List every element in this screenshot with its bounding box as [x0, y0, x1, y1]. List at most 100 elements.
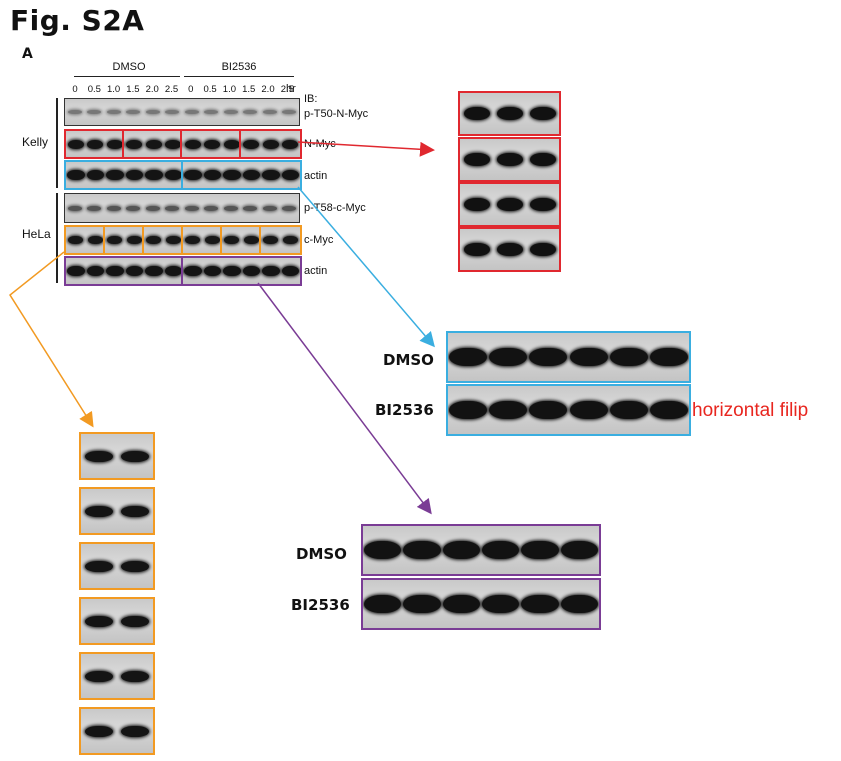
time-point-label: 0.5	[87, 84, 101, 95]
seg-divider	[239, 131, 241, 157]
blot-band	[85, 615, 113, 627]
cell-line-kelly: Kelly	[22, 135, 49, 149]
blot-label-actin-kelly: actin	[304, 170, 328, 182]
seg-divider	[220, 227, 222, 253]
blot-band	[281, 170, 299, 180]
blot-band	[203, 266, 221, 276]
blot-band	[282, 205, 297, 211]
blot-label-c-myc: c-Myc	[304, 234, 334, 246]
blot-band	[243, 236, 259, 244]
blot-band	[87, 139, 104, 149]
blot-band	[529, 107, 556, 120]
blot-band	[145, 205, 160, 211]
blot-band	[87, 205, 102, 211]
blot-band	[262, 205, 277, 211]
time-point-label: 2.0	[145, 84, 159, 95]
time-unit: hr	[286, 83, 296, 95]
zoom-orange-6	[79, 707, 155, 755]
blot-band	[224, 236, 240, 244]
blot-band	[185, 236, 201, 244]
arrow-red	[297, 141, 435, 157]
blot-band	[106, 266, 124, 276]
zoom-orange-2	[79, 487, 155, 535]
blot-band	[204, 236, 220, 244]
blot-band	[204, 139, 221, 149]
blot-band	[223, 266, 241, 276]
zoom-orange-4	[79, 597, 155, 645]
blot-band	[184, 170, 202, 180]
zoom-blue-bi2536	[446, 384, 691, 436]
blot-band	[263, 236, 279, 244]
blot-band	[67, 266, 85, 276]
zoom-orange-1	[79, 432, 155, 480]
blot-band	[649, 348, 688, 366]
blot-band	[223, 205, 238, 211]
blot-band	[569, 348, 608, 366]
blot-band	[496, 243, 523, 256]
zoom-purple-label-bi2536: BI2536	[291, 596, 350, 614]
panel-letter: A	[22, 46, 33, 62]
blot-band	[463, 243, 490, 256]
seg-divider	[259, 227, 261, 253]
time-point-label: 0	[188, 84, 194, 95]
group-underline-bi2536	[184, 76, 294, 77]
blot-band	[243, 139, 260, 149]
figure-title: Fig. S2A	[10, 4, 145, 37]
blot-band	[204, 110, 219, 114]
zoom-red-4	[458, 227, 561, 272]
blot-band	[463, 153, 490, 166]
time-point-label: 2.5	[280, 84, 294, 95]
blot-band	[242, 170, 260, 180]
time-point-label: 2.5	[164, 84, 179, 95]
blot-band	[489, 348, 528, 366]
blot-band	[403, 595, 441, 613]
blot-actin-kelly	[64, 160, 302, 190]
blot-band	[223, 139, 240, 149]
blot-band	[106, 170, 124, 180]
blot-band	[364, 595, 402, 613]
blot-band	[85, 725, 113, 737]
blot-band	[529, 153, 556, 166]
blot-band	[87, 236, 103, 244]
zoom-blue-label-bi2536: BI2536	[375, 401, 434, 419]
seg-divider	[181, 227, 183, 253]
blot-band	[164, 170, 182, 180]
blot-band	[569, 401, 608, 419]
blot-band	[262, 139, 279, 149]
blot-band	[262, 170, 280, 180]
seg-divider	[103, 227, 105, 253]
blot-band	[121, 505, 149, 517]
blot-band	[126, 110, 141, 114]
blot-band	[403, 541, 441, 559]
arrow-blue	[297, 186, 435, 348]
blot-band	[529, 348, 568, 366]
blot-band	[126, 139, 143, 149]
blot-band	[449, 401, 488, 419]
blot-band	[107, 236, 123, 244]
zoom-red-1	[458, 91, 561, 136]
zoom-purple-bi2536	[361, 578, 601, 630]
zoom-orange-3	[79, 542, 155, 590]
blot-band	[121, 670, 149, 682]
blot-band	[442, 541, 480, 559]
blot-band	[529, 401, 568, 419]
zoom-blue-dmso	[446, 331, 691, 383]
blot-band	[609, 348, 648, 366]
blot-band	[165, 139, 182, 149]
blot-band	[243, 110, 258, 114]
blot-band	[67, 139, 84, 149]
zoom-blue-label-dmso: DMSO	[383, 351, 434, 369]
group-underline-dmso	[74, 76, 180, 77]
blot-band	[243, 205, 258, 211]
blot-band	[85, 670, 113, 682]
blot-band	[126, 236, 142, 244]
blot-band	[145, 139, 162, 149]
blot-band	[489, 401, 528, 419]
blot-band	[242, 266, 260, 276]
blot-band	[521, 595, 559, 613]
blot-band	[68, 236, 84, 244]
blot-band	[282, 139, 299, 149]
group-label-dmso: DMSO	[112, 61, 146, 73]
blot-band	[86, 266, 104, 276]
